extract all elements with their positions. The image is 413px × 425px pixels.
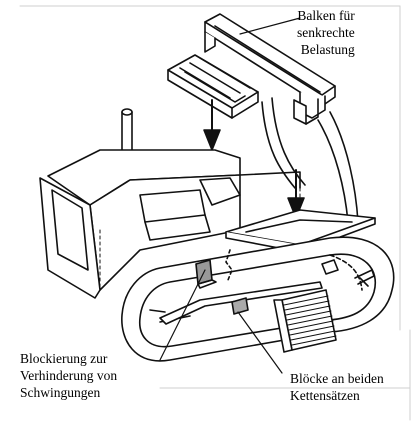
load-arrow-1 (203, 99, 221, 151)
label-beam-line-1: Balken für (297, 8, 355, 23)
label-blocking-line-2: Verhinderung von (20, 368, 118, 383)
label-beam: Balken für senkrechte Belastung (297, 7, 355, 58)
label-blocks-line-2: Kettensätzen (290, 388, 360, 403)
track-blocks (273, 259, 339, 353)
anti-vibration-blocking (159, 259, 323, 325)
label-beam-line-2: senkrechte (297, 25, 355, 40)
label-blocks-line-1: Blöcke an beiden (290, 371, 384, 386)
label-beam-line-3: Belastung (300, 42, 355, 57)
label-blocking-line-1: Blockierung zur (20, 351, 108, 366)
dashed-guides (99, 187, 301, 291)
leader-lines (159, 17, 301, 374)
label-blocking-line-3: Schwingungen (20, 385, 101, 400)
crawler-track (121, 236, 395, 362)
tractor-body (39, 108, 301, 299)
frame-lines (19, 5, 411, 421)
load-beam-assembly (167, 13, 359, 223)
label-blocks: Blöcke an beiden Kettensätzen (290, 370, 384, 404)
label-blocking: Blockierung zur Verhinderung von Schwing… (20, 350, 117, 401)
